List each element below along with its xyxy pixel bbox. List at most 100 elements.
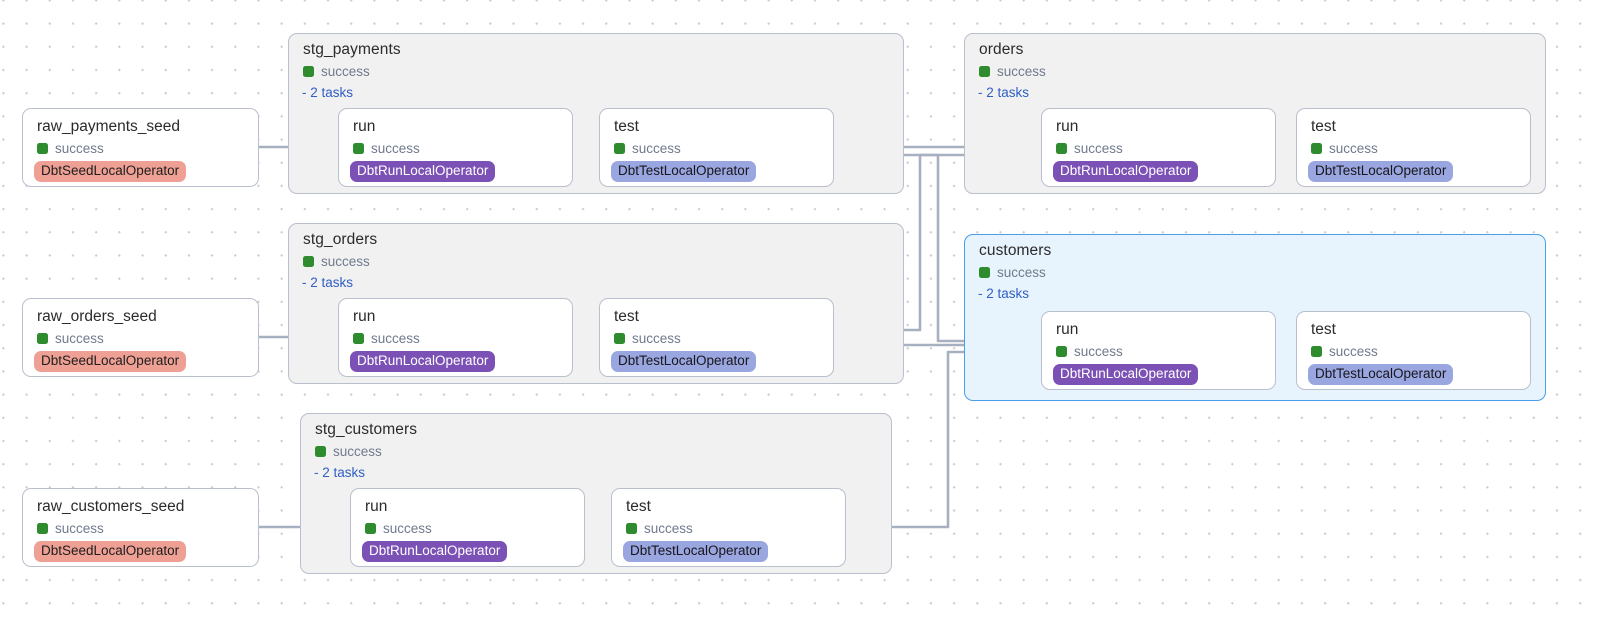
group-customers[interactable]: customers success - 2 tasks run success … bbox=[964, 234, 1546, 401]
group-title: stg_payments bbox=[303, 41, 401, 58]
group-stg-payments[interactable]: stg_payments success - 2 tasks run succe… bbox=[288, 33, 904, 194]
operator-badge-wrap: DbtRunLocalOperator bbox=[362, 541, 508, 562]
operator-badge-wrap: DbtSeedLocalOperator bbox=[34, 541, 187, 562]
status-success-icon bbox=[303, 256, 314, 267]
operator-badge-wrap: DbtTestLocalOperator bbox=[611, 351, 757, 372]
node-stg-orders-test[interactable]: test success DbtTestLocalOperator bbox=[599, 298, 834, 377]
node-orders-run[interactable]: run success DbtRunLocalOperator bbox=[1041, 108, 1276, 187]
operator-badge[interactable]: DbtTestLocalOperator bbox=[611, 351, 757, 372]
status-label: success bbox=[632, 141, 681, 156]
operator-badge-wrap: DbtRunLocalOperator bbox=[1053, 161, 1199, 182]
status-label: success bbox=[644, 521, 693, 536]
status-label: success bbox=[55, 521, 104, 536]
operator-badge[interactable]: DbtTestLocalOperator bbox=[1308, 364, 1454, 385]
operator-badge[interactable]: DbtSeedLocalOperator bbox=[34, 351, 187, 372]
status-label: success bbox=[1074, 344, 1123, 359]
status-label: success bbox=[997, 64, 1046, 79]
operator-badge[interactable]: DbtRunLocalOperator bbox=[350, 351, 496, 372]
node-raw-payments-seed[interactable]: raw_payments_seed success DbtSeedLocalOp… bbox=[22, 108, 259, 187]
status-success-icon bbox=[614, 143, 625, 154]
operator-badge[interactable]: DbtTestLocalOperator bbox=[1308, 161, 1454, 182]
status-label: success bbox=[371, 331, 420, 346]
status-success-icon bbox=[315, 446, 326, 457]
status-success-icon bbox=[626, 523, 637, 534]
node-stg-payments-test[interactable]: test success DbtTestLocalOperator bbox=[599, 108, 834, 187]
operator-badge-wrap: DbtRunLocalOperator bbox=[350, 161, 496, 182]
status-success-icon bbox=[365, 523, 376, 534]
node-title: test bbox=[626, 498, 651, 515]
operator-badge-wrap: DbtTestLocalOperator bbox=[1308, 161, 1454, 182]
status-success-icon bbox=[303, 66, 314, 77]
node-raw-customers-seed[interactable]: raw_customers_seed success DbtSeedLocalO… bbox=[22, 488, 259, 567]
status-success-icon bbox=[37, 333, 48, 344]
node-status: success bbox=[1311, 344, 1378, 359]
group-tasks-toggle[interactable]: - 2 tasks bbox=[978, 286, 1030, 301]
node-status: success bbox=[1056, 141, 1123, 156]
node-customers-run[interactable]: run success DbtRunLocalOperator bbox=[1041, 311, 1276, 390]
status-label: success bbox=[383, 521, 432, 536]
group-stg-customers[interactable]: stg_customers success - 2 tasks run succ… bbox=[300, 413, 892, 574]
operator-badge[interactable]: DbtSeedLocalOperator bbox=[34, 541, 187, 562]
operator-badge-wrap: DbtRunLocalOperator bbox=[350, 351, 496, 372]
group-title: stg_orders bbox=[303, 231, 378, 248]
group-tasks-toggle[interactable]: - 2 tasks bbox=[302, 275, 354, 290]
status-success-icon bbox=[37, 143, 48, 154]
node-title: run bbox=[1056, 321, 1079, 338]
group-tasks-toggle[interactable]: - 2 tasks bbox=[978, 85, 1030, 100]
status-success-icon bbox=[1056, 143, 1067, 154]
operator-badge[interactable]: DbtSeedLocalOperator bbox=[34, 161, 187, 182]
group-stg-orders[interactable]: stg_orders success - 2 tasks run success… bbox=[288, 223, 904, 384]
group-status: success bbox=[315, 444, 382, 459]
node-stg-customers-test[interactable]: test success DbtTestLocalOperator bbox=[611, 488, 846, 567]
status-success-icon bbox=[37, 523, 48, 534]
group-orders[interactable]: orders success - 2 tasks run success Dbt… bbox=[964, 33, 1546, 194]
status-success-icon bbox=[353, 143, 364, 154]
group-title: orders bbox=[979, 41, 1024, 58]
group-title: stg_customers bbox=[315, 421, 418, 438]
node-status: success bbox=[626, 521, 693, 536]
node-orders-test[interactable]: test success DbtTestLocalOperator bbox=[1296, 108, 1531, 187]
node-title: raw_payments_seed bbox=[37, 118, 181, 135]
operator-badge-wrap: DbtSeedLocalOperator bbox=[34, 161, 187, 182]
operator-badge[interactable]: DbtRunLocalOperator bbox=[1053, 161, 1199, 182]
node-stg-customers-run[interactable]: run success DbtRunLocalOperator bbox=[350, 488, 585, 567]
node-stg-payments-run[interactable]: run success DbtRunLocalOperator bbox=[338, 108, 573, 187]
status-label: success bbox=[55, 331, 104, 346]
status-label: success bbox=[997, 265, 1046, 280]
status-label: success bbox=[1329, 141, 1378, 156]
status-label: success bbox=[1074, 141, 1123, 156]
operator-badge-wrap: DbtSeedLocalOperator bbox=[34, 351, 187, 372]
status-success-icon bbox=[1311, 346, 1322, 357]
group-title: customers bbox=[979, 242, 1052, 259]
node-title: run bbox=[353, 118, 376, 135]
operator-badge[interactable]: DbtTestLocalOperator bbox=[623, 541, 769, 562]
operator-badge[interactable]: DbtRunLocalOperator bbox=[1053, 364, 1199, 385]
node-status: success bbox=[353, 141, 420, 156]
node-status: success bbox=[37, 521, 104, 536]
group-tasks-toggle[interactable]: - 2 tasks bbox=[314, 465, 366, 480]
operator-badge[interactable]: DbtTestLocalOperator bbox=[611, 161, 757, 182]
status-label: success bbox=[321, 254, 370, 269]
node-status: success bbox=[37, 141, 104, 156]
node-title: run bbox=[353, 308, 376, 325]
status-success-icon bbox=[614, 333, 625, 344]
status-label: success bbox=[55, 141, 104, 156]
operator-badge[interactable]: DbtRunLocalOperator bbox=[362, 541, 508, 562]
operator-badge-wrap: DbtTestLocalOperator bbox=[611, 161, 757, 182]
node-title: run bbox=[365, 498, 388, 515]
node-title: test bbox=[1311, 118, 1336, 135]
operator-badge[interactable]: DbtRunLocalOperator bbox=[350, 161, 496, 182]
group-tasks-toggle[interactable]: - 2 tasks bbox=[302, 85, 354, 100]
node-title: raw_customers_seed bbox=[37, 498, 185, 515]
node-title: raw_orders_seed bbox=[37, 308, 157, 325]
status-success-icon bbox=[979, 66, 990, 77]
operator-badge-wrap: DbtTestLocalOperator bbox=[1308, 364, 1454, 385]
group-status: success bbox=[303, 64, 370, 79]
group-status: success bbox=[979, 64, 1046, 79]
node-raw-orders-seed[interactable]: raw_orders_seed success DbtSeedLocalOper… bbox=[22, 298, 259, 377]
node-stg-orders-run[interactable]: run success DbtRunLocalOperator bbox=[338, 298, 573, 377]
node-customers-test[interactable]: test success DbtTestLocalOperator bbox=[1296, 311, 1531, 390]
status-label: success bbox=[632, 331, 681, 346]
status-success-icon bbox=[353, 333, 364, 344]
